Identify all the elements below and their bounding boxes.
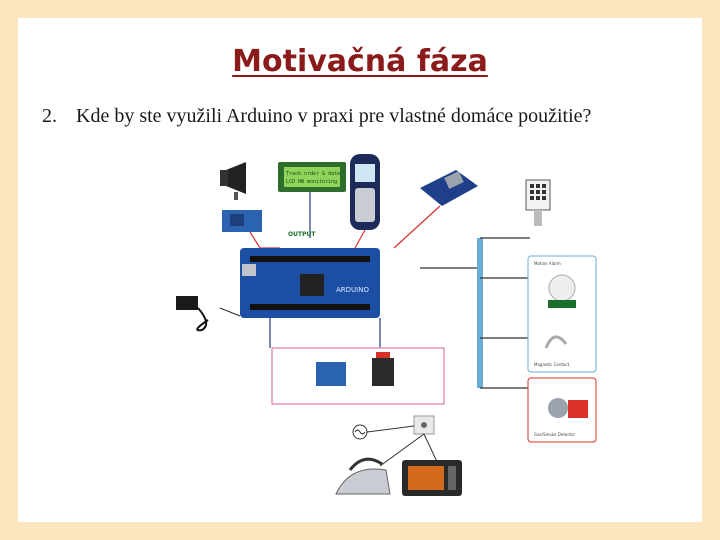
gsm-phone-icon [350,154,380,230]
slide-title: Motivačná fáza [0,44,720,79]
ac-source-icon [353,425,367,439]
relay-module-icon [222,210,262,232]
lcd-line-1: Track order & date [286,171,340,177]
sensor-label-magnetic: Magnetic Contact [534,362,570,367]
wall-socket-icon [414,416,434,434]
sensor-label-motion: Motion Alarm [534,261,561,266]
power-adapter-icon [176,296,208,330]
lcd-line-2: LCD HW monitoring [286,179,337,185]
ethernet-module-icon [420,170,478,206]
arduino-board-label: ARDUINO [336,286,369,294]
question-number: 2. [42,102,57,130]
relay-contactor-panel [272,348,444,404]
arduino-board: ARDUINO [240,248,380,318]
question-item: 2. Kde by ste využili Arduino v praxi pr… [42,102,662,130]
arduino-home-automation-diagram: Track order & date LCD HW monitoring [150,148,610,518]
keypad-icon [526,180,550,226]
question-text: Kde by ste využili Arduino v praxi pre v… [42,102,662,130]
lcd-display: Track order & date LCD HW monitoring [278,162,346,192]
oven-icon [402,460,462,496]
output-label: OUTPUT [288,231,316,238]
sensor-label-gas: Gas/Smoke Detector [534,432,576,437]
gas-detector-panel: Gas/Smoke Detector [528,378,596,442]
motion-alarm-panel: Motion Alarm Magnetic Contact [528,256,596,372]
siren-icon [220,162,246,200]
